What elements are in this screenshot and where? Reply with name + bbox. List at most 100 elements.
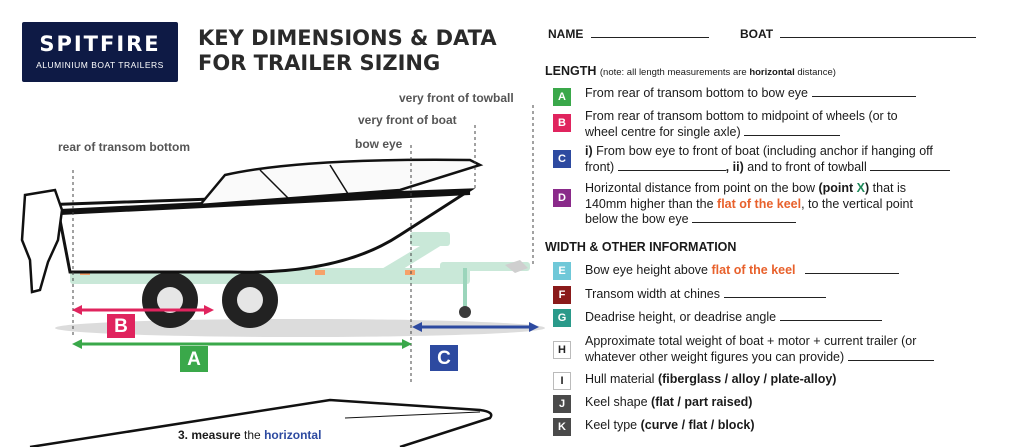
item-b: From rear of transom bottom to midpoint … bbox=[585, 109, 1005, 140]
item-b-line1: From rear of transom bottom to midpoint … bbox=[585, 109, 898, 123]
item-h: Approximate total weight of boat + motor… bbox=[585, 334, 1005, 365]
item-i: Hull material (fiberglass / alloy / plat… bbox=[585, 372, 1005, 388]
item-d-line3: below the bow eye bbox=[585, 212, 689, 226]
page-title: KEY DIMENSIONS & DATA FOR TRAILER SIZING bbox=[198, 26, 497, 76]
item-b-line[interactable] bbox=[744, 134, 841, 136]
item-c-ii: , ii) bbox=[725, 159, 744, 174]
dim-b-arrow-right bbox=[204, 305, 214, 315]
item-g-line[interactable] bbox=[779, 320, 882, 321]
badge-b: B bbox=[553, 114, 571, 132]
item-k-text: Keel type bbox=[585, 418, 641, 432]
bow-eye-label: bow eye bbox=[355, 137, 403, 151]
winch bbox=[410, 232, 450, 246]
note-step: 3. measure bbox=[178, 428, 241, 442]
item-c-line-i[interactable] bbox=[617, 169, 726, 171]
item-e-text: Bow eye height above bbox=[585, 263, 712, 277]
note-prefix: (note: all length measurements are bbox=[599, 67, 750, 78]
item-f-line[interactable] bbox=[723, 297, 826, 298]
side-light bbox=[315, 270, 325, 275]
item-e-line[interactable] bbox=[805, 273, 900, 274]
item-d-line2b: , to the vertical point bbox=[801, 196, 913, 211]
windscreen-frame bbox=[259, 169, 291, 201]
item-d-line1a: Horizontal distance from point on the bo… bbox=[585, 181, 819, 195]
badge-c: C bbox=[553, 150, 571, 168]
bottom-boat-gunwale bbox=[344, 411, 481, 419]
item-d-point: (point bbox=[818, 181, 857, 195]
badge-g: G bbox=[553, 309, 571, 327]
badge-a: A bbox=[553, 88, 571, 106]
dim-a-arrow-right bbox=[402, 339, 412, 349]
coupling bbox=[505, 260, 528, 273]
item-e-keel: flat of the keel bbox=[711, 263, 796, 277]
note-bold: horizontal bbox=[749, 67, 795, 78]
item-h-line1: Approximate total weight of boat + motor… bbox=[585, 334, 917, 348]
logo-brand: SPITFIRE bbox=[39, 32, 161, 56]
dim-c-box bbox=[430, 345, 458, 371]
width-heading: WIDTH & OTHER INFORMATION bbox=[545, 240, 737, 254]
badge-i: I bbox=[553, 372, 571, 390]
badge-d: D bbox=[553, 189, 571, 207]
towball-label: very front of towball bbox=[399, 91, 514, 105]
name-field[interactable]: NAME bbox=[548, 27, 709, 41]
item-g: Deadrise height, or deadrise angle bbox=[585, 310, 1005, 326]
hub-front bbox=[237, 287, 263, 313]
bottom-note: 3. measure the horizontal bbox=[178, 428, 348, 447]
item-c-i: i) bbox=[585, 144, 593, 158]
badge-f: F bbox=[553, 286, 571, 304]
name-line[interactable] bbox=[590, 37, 709, 38]
item-e: Bow eye height above flat of the keel bbox=[585, 263, 1005, 279]
length-note: (note: all length measurements are horiz… bbox=[600, 67, 836, 78]
transom-label: rear of transom bottom bbox=[58, 140, 191, 154]
item-c-line2a: front) bbox=[585, 159, 615, 174]
item-c-line2b: and to front of towball bbox=[743, 159, 867, 174]
item-b-line2: wheel centre for single axle) bbox=[585, 124, 741, 139]
boat-label: BOAT bbox=[740, 27, 774, 41]
title-line-2: FOR TRAILER SIZING bbox=[198, 51, 441, 75]
item-d-line2a: 140mm higher than the bbox=[585, 196, 718, 211]
hub-rear bbox=[157, 287, 183, 313]
dim-a-box bbox=[180, 346, 208, 372]
item-h-line2: whatever other weight figures you can pr… bbox=[585, 349, 845, 364]
item-d-line[interactable] bbox=[692, 222, 797, 223]
dim-c-letter: C bbox=[437, 348, 451, 369]
item-a-line[interactable] bbox=[811, 96, 916, 97]
dim-b-letter: B bbox=[114, 316, 128, 337]
dim-a-letter: A bbox=[187, 349, 201, 370]
length-heading: LENGTH (note: all length measurements ar… bbox=[545, 64, 836, 78]
item-d-close: ) bbox=[865, 181, 870, 195]
item-a-text: From rear of transom bottom to bow eye bbox=[585, 86, 809, 100]
boat-trailer-diagram bbox=[20, 105, 545, 447]
item-j-text: Keel shape bbox=[585, 395, 652, 409]
logo-subtitle: ALUMINIUM BOAT TRAILERS bbox=[36, 60, 164, 70]
boat-line[interactable] bbox=[780, 37, 977, 38]
item-k-options: (curve / flat / block) bbox=[640, 418, 755, 432]
item-i-options: (fiberglass / alloy / plate-alloy) bbox=[657, 372, 837, 386]
dim-b-arrow-left bbox=[72, 305, 82, 315]
boat-front-label: very front of boat bbox=[358, 113, 457, 127]
dim-a-arrow-left bbox=[72, 339, 82, 349]
spitfire-logo: SPITFIRE ALUMINIUM BOAT TRAILERS bbox=[22, 22, 178, 82]
badge-h: H bbox=[553, 341, 571, 359]
item-c-line-ii[interactable] bbox=[870, 169, 951, 171]
item-d-keel: flat of the keel bbox=[717, 196, 802, 211]
outboard-motor bbox=[20, 188, 64, 294]
item-j: Keel shape (flat / part raised) bbox=[585, 395, 1005, 411]
dim-c-arrow-right bbox=[529, 322, 539, 332]
dim-c-arrow-left bbox=[412, 322, 422, 332]
item-g-text: Deadrise height, or deadrise angle bbox=[585, 310, 777, 324]
bottom-boat-outline bbox=[29, 398, 493, 447]
title-line-1: KEY DIMENSIONS & DATA bbox=[198, 26, 497, 50]
item-f: Transom width at chines bbox=[585, 287, 1005, 303]
badge-e: E bbox=[553, 262, 571, 280]
note-suffix: distance) bbox=[794, 67, 836, 78]
item-h-line[interactable] bbox=[847, 359, 934, 361]
item-k: Keel type (curve / flat / block) bbox=[585, 418, 1005, 434]
item-d-line1b: that is bbox=[869, 181, 906, 195]
boat-field[interactable]: BOAT bbox=[740, 27, 977, 41]
name-label: NAME bbox=[548, 27, 584, 41]
front-light bbox=[405, 270, 415, 275]
windscreen-frame-2 bbox=[329, 164, 351, 198]
badge-k: K bbox=[553, 418, 571, 436]
length-heading-text: LENGTH bbox=[545, 64, 597, 78]
item-j-options: (flat / part raised) bbox=[651, 395, 753, 409]
